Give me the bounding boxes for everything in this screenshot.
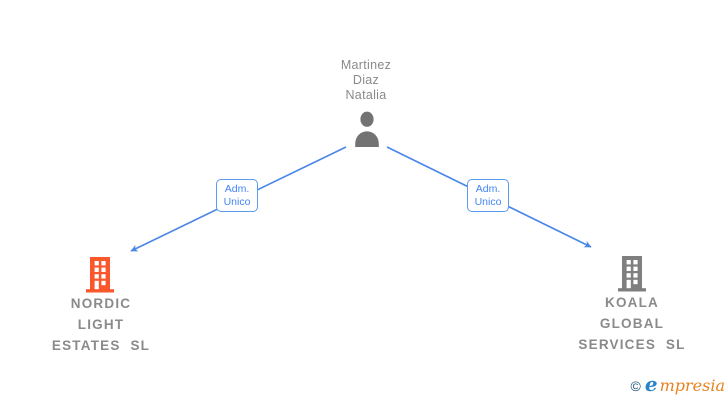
person-silhouette-icon[interactable] xyxy=(351,111,383,147)
company-name-line: ESTATES SL xyxy=(51,338,151,353)
building-icon[interactable] xyxy=(616,254,648,292)
relation-label-line: Unico xyxy=(223,195,251,208)
empresia-brand-logo[interactable]: © e mpresia xyxy=(630,372,725,396)
company-name-line: LIGHT xyxy=(77,317,125,332)
relation-label-line: Unico xyxy=(474,195,502,208)
relation-label-line: Adm. xyxy=(224,182,250,195)
brand-initial: e xyxy=(644,372,658,396)
person-name-line: Diaz xyxy=(352,73,380,87)
relation-label-line: Adm. xyxy=(475,182,501,195)
company-name-line: GLOBAL xyxy=(599,316,665,331)
company-name-line: NORDIC xyxy=(70,296,132,311)
person-name-line: Martinez xyxy=(340,58,392,72)
person-name-line: Natalia xyxy=(345,88,387,102)
relation-label-right[interactable]: Adm. Unico xyxy=(467,179,509,212)
company-name-line: KOALA xyxy=(605,295,659,310)
person-node-name[interactable]: Martinez Diaz Natalia xyxy=(306,58,426,103)
relation-label-left[interactable]: Adm. Unico xyxy=(216,179,258,212)
building-icon[interactable] xyxy=(84,255,116,293)
brand-text: mpresia xyxy=(659,376,725,395)
copyright-icon: © xyxy=(630,378,641,394)
company-name-line: SERVICES SL xyxy=(578,337,686,352)
company-node-koala-global-services[interactable]: KOALA GLOBAL SERVICES SL xyxy=(547,292,717,355)
company-node-nordic-light-estates[interactable]: NORDIC LIGHT ESTATES SL xyxy=(16,293,186,356)
